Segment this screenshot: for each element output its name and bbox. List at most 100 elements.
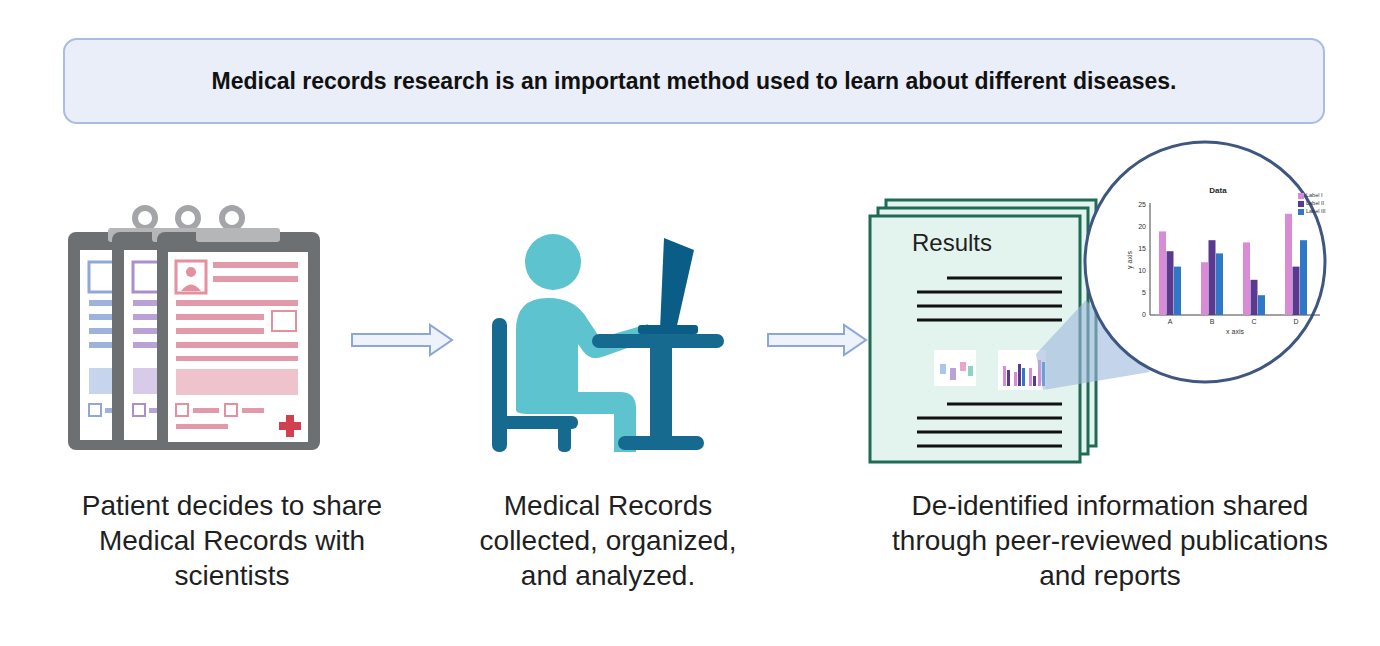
step-caption: Medical Records collected, organized, an…	[463, 488, 753, 593]
chart-bar	[1209, 240, 1216, 315]
person-head	[525, 234, 581, 290]
step-caption: Patient decides to share Medical Records…	[77, 488, 387, 593]
desk-leg	[650, 340, 672, 442]
text-line	[917, 417, 1062, 420]
text-line	[917, 305, 1062, 308]
form-checkbox	[133, 404, 145, 416]
avatar-frame	[133, 262, 159, 292]
avatar-body	[181, 285, 201, 292]
category-label: B	[1202, 318, 1222, 326]
title-banner: Medical records research is an important…	[63, 38, 1325, 124]
thumbnail-box	[968, 366, 973, 376]
axis-tick-label: 20	[1122, 223, 1146, 231]
clipboard-stack: Patient decides to share Medical Records…	[62, 205, 352, 460]
chart-title: Data	[1198, 186, 1238, 196]
medical-cross	[279, 422, 301, 430]
chart-bar	[1201, 262, 1208, 315]
text-line	[947, 277, 1062, 280]
chart-bar	[1251, 280, 1258, 315]
axis-tick-label: 0	[1122, 311, 1146, 319]
thumbnail-bar	[1003, 366, 1006, 386]
thumbnail-box	[960, 362, 966, 371]
thumbnail-bar	[1033, 376, 1036, 386]
chart-bar	[1300, 240, 1307, 315]
text-line	[917, 431, 1062, 434]
axis-tick-label: 5	[1122, 289, 1146, 297]
category-label: D	[1286, 318, 1306, 326]
chair-back	[492, 318, 507, 452]
text-line	[917, 291, 1062, 294]
category-label: C	[1244, 318, 1264, 326]
monitor-screen	[660, 238, 694, 330]
document-heading: Results	[912, 229, 1062, 257]
flow-arrow	[768, 325, 866, 355]
form-line	[176, 314, 264, 320]
page-front	[870, 216, 1080, 462]
legend-text: Label I	[1306, 192, 1323, 199]
chart-bar	[1258, 295, 1265, 315]
clip-ring	[178, 208, 198, 228]
form-checkbox	[176, 404, 188, 416]
form-line	[176, 424, 228, 429]
chart-bar	[1174, 267, 1181, 315]
flow-arrow	[352, 325, 452, 355]
thumbnail-boxplot	[934, 350, 976, 386]
form-line	[176, 328, 264, 334]
form-line	[176, 356, 298, 361]
clip-body	[196, 228, 280, 242]
avatar-frame	[89, 262, 115, 292]
thumbnail-bar	[1007, 370, 1010, 386]
chart-bar	[1159, 231, 1166, 315]
avatar-head	[186, 267, 196, 277]
person-body	[516, 298, 653, 452]
form-checkbox	[225, 404, 237, 416]
legend-text: Label II	[1306, 200, 1324, 207]
form-line	[193, 408, 219, 413]
thumbnail-bar	[1022, 368, 1025, 386]
category-label: A	[1160, 318, 1180, 326]
thumbnail-box	[950, 368, 956, 380]
clip-ring	[135, 208, 155, 228]
results-document: ResultsDe-identified information shared …	[866, 198, 1101, 463]
researcher-figure	[492, 234, 724, 452]
thumbnail-bar	[1018, 364, 1021, 386]
axis-tick-label: 25	[1122, 201, 1146, 209]
form-checkbox	[89, 404, 101, 416]
form-checkbox	[272, 311, 296, 331]
chart-bar	[1167, 251, 1174, 315]
thumbnail-box	[940, 364, 946, 374]
magnifier-circle	[1085, 142, 1325, 382]
avatar-frame	[176, 261, 206, 293]
title-text: Medical records research is an important…	[212, 68, 1177, 95]
text-line	[947, 403, 1062, 406]
clipboard-board	[157, 232, 320, 450]
chair-leg	[558, 420, 571, 452]
axis-title: y axis	[1126, 238, 1134, 282]
clip-ring	[222, 208, 242, 228]
form-line	[176, 300, 298, 306]
thumbnail-bg	[934, 350, 976, 386]
legend-text: Label III	[1306, 208, 1326, 215]
researcher-workstation: Medical Records collected, organized, an…	[452, 205, 768, 460]
text-line	[917, 445, 1062, 448]
legend-swatch	[1298, 209, 1304, 215]
step-caption: De-identified information shared through…	[890, 488, 1330, 593]
form-line	[213, 276, 298, 282]
axis-tick-label: 15	[1122, 245, 1146, 253]
axis-tick-label: 10	[1122, 267, 1146, 275]
form-block	[176, 369, 298, 395]
y-axis-line	[1150, 203, 1151, 315]
chart-bar	[1293, 267, 1300, 315]
thumbnail-bar	[1029, 368, 1032, 386]
legend-swatch	[1298, 193, 1304, 199]
chart-bar	[1216, 253, 1223, 315]
legend-swatch	[1298, 201, 1304, 207]
clipboard-front	[157, 208, 320, 450]
form-line	[242, 408, 264, 413]
clipboard-paper	[168, 252, 308, 442]
